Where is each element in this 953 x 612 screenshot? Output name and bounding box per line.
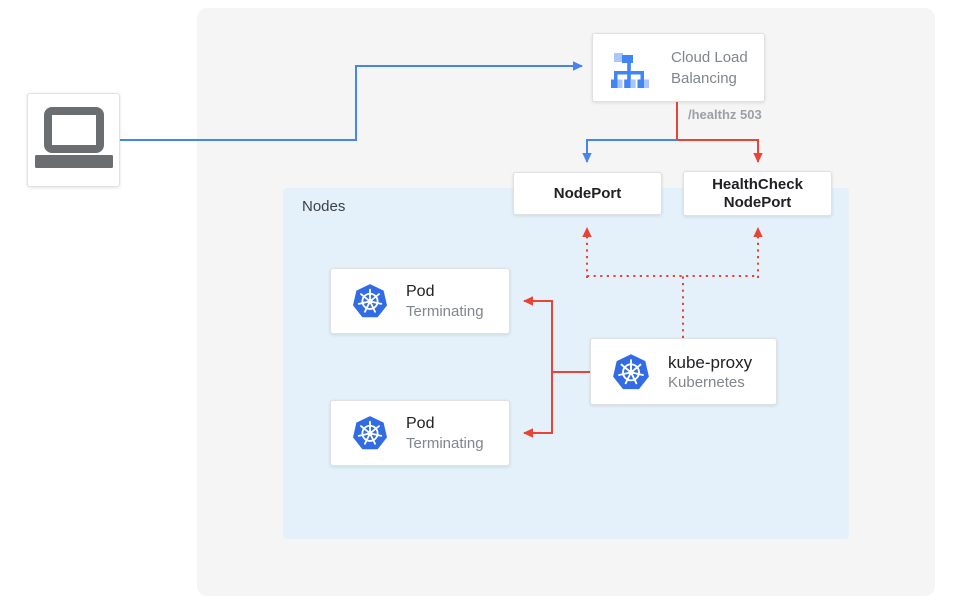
nodeport-card: NodePort	[513, 172, 662, 215]
kube-proxy-title: kube-proxy	[668, 352, 753, 372]
kubernetes-icon	[613, 353, 649, 389]
cloud-load-balancing-card: Cloud Load Balancing	[592, 33, 765, 102]
healthcheck-nodeport-label: HealthCheck NodePort	[712, 175, 803, 211]
pod-terminating-card-2: Pod Terminating	[330, 400, 510, 466]
pod-title: Pod	[406, 415, 435, 432]
pod-terminating-card-1: Pod Terminating	[330, 268, 510, 334]
kubernetes-icon	[353, 416, 387, 450]
kubernetes-icon	[353, 284, 387, 318]
nodeport-label: NodePort	[553, 184, 622, 202]
cloud-load-balancing-label: Cloud Load Balancing	[671, 48, 748, 87]
pod-status: Terminating	[406, 303, 484, 320]
kube-proxy-subtitle: Kubernetes	[668, 373, 745, 391]
kube-proxy-card: kube-proxy Kubernetes	[590, 338, 777, 405]
healthcheck-nodeport-card: HealthCheck NodePort	[683, 171, 832, 216]
cloud-load-balancing-icon	[611, 52, 649, 88]
laptop-icon	[34, 107, 113, 168]
client-card	[27, 93, 120, 187]
nodes-panel-label: Nodes	[302, 198, 346, 215]
healthz-status-label: /healthz 503	[688, 107, 762, 122]
pod-status: Terminating	[406, 435, 484, 452]
pod-title: Pod	[406, 283, 435, 300]
